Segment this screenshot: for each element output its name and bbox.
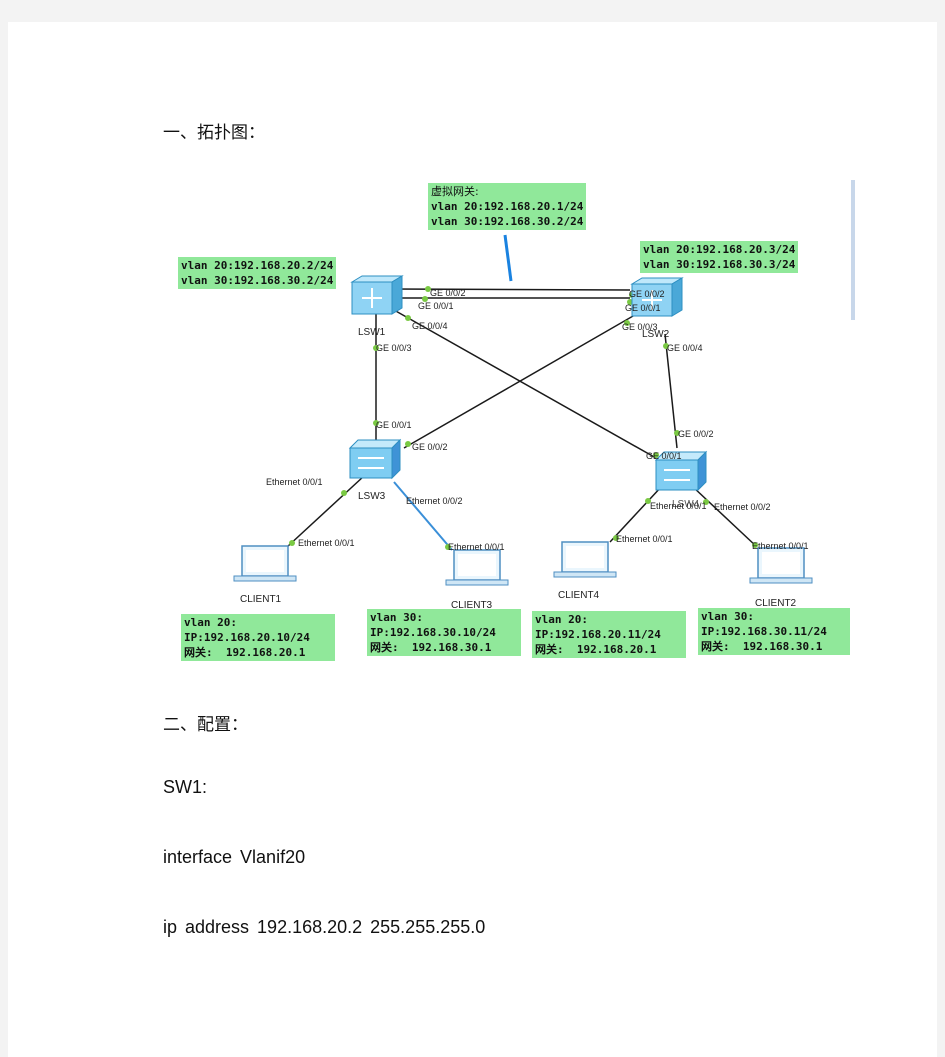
port-lsw3-ge001: GE 0/0/1: [376, 420, 412, 430]
port-lsw4-ge002: GE 0/0/2: [678, 429, 714, 439]
lsw1-name: LSW1: [358, 327, 386, 338]
lsw3-name: LSW3: [358, 491, 386, 502]
lsw1-vlan30: vlan 30:192.168.30.2/24: [181, 274, 334, 287]
vgw-vlan20: vlan 20:192.168.20.1/24: [431, 200, 584, 213]
port-lsw1-ge001: GE 0/0/1: [418, 301, 454, 311]
client2-config-label: vlan 30: IP:192.168.30.11/24 网关: 192.168…: [698, 608, 850, 655]
client1-gateway: 网关: 192.168.20.1: [184, 646, 306, 659]
port-dots: [289, 286, 758, 550]
client4-name: CLIENT4: [558, 590, 600, 601]
client3-gateway: 网关: 192.168.30.1: [370, 641, 492, 654]
topology-diagram: 虚拟网关: vlan 20:192.168.20.1/24 vlan 30:19…: [172, 180, 855, 661]
section-title-topology: 一、拓扑图：: [163, 123, 265, 143]
client4-config-label: vlan 20: IP:192.168.20.11/24 网关: 192.168…: [532, 611, 686, 658]
vgw-label: 虚拟网关: vlan 20:192.168.20.1/24 vlan 30:19…: [428, 183, 587, 230]
client1-ip: IP:192.168.20.10/24: [184, 631, 310, 644]
vgw-vlan30: vlan 30:192.168.30.2/24: [431, 215, 584, 228]
port-lsw1-ge004: GE 0/0/4: [412, 321, 448, 331]
link-lsw2-lsw4: [664, 333, 678, 449]
link-lsw4-client2: [691, 485, 758, 548]
port-lsw2-ge003: GE 0/0/3: [622, 322, 658, 332]
client2-name: CLIENT2: [755, 598, 797, 609]
port-lsw1-ge003: GE 0/0/3: [376, 343, 412, 353]
topology-canvas: [233, 234, 813, 586]
port-client2-eth: Ethernet 0/0/1: [752, 541, 809, 551]
vgw-pointer: [503, 234, 513, 282]
port-lsw4-eth001: Ethernet 0/0/1: [650, 501, 707, 511]
lsw1-switch-icon: [350, 275, 404, 315]
client1-name: CLIENT1: [240, 594, 282, 605]
config-line-interface: interface Vlanif20: [163, 847, 306, 867]
client3-vlan: vlan 30:: [370, 611, 423, 624]
lsw2-switch-icon: [630, 277, 684, 317]
port-lsw3-eth001: Ethernet 0/0/1: [266, 477, 323, 487]
lsw1-ip-label: vlan 20:192.168.20.2/24 vlan 30:192.168.…: [178, 257, 337, 289]
client4-ip: IP:192.168.20.11/24: [535, 628, 661, 641]
lsw2-vlan20: vlan 20:192.168.20.3/24: [643, 243, 796, 256]
lsw2-vlan30: vlan 30:192.168.30.3/24: [643, 258, 796, 271]
section-title-config: 二、配置：: [163, 715, 248, 735]
port-lsw2-ge002: GE 0/0/2: [629, 289, 665, 299]
port-lsw1-ge002: GE 0/0/2: [430, 288, 466, 298]
link-lsw3-client1: [286, 475, 365, 548]
client2-vlan: vlan 30:: [701, 610, 754, 623]
port-lsw2-ge004: GE 0/0/4: [667, 343, 703, 353]
vgw-title: 虚拟网关:: [431, 185, 479, 198]
port-lsw3-ge002: GE 0/0/2: [412, 442, 448, 452]
port-client4-eth: Ethernet 0/0/1: [616, 534, 673, 544]
link-lsw4-client4: [609, 485, 663, 543]
port-client1-eth: Ethernet 0/0/1: [298, 538, 355, 548]
lsw3-switch-icon: [348, 438, 402, 480]
config-device: SW1:: [163, 777, 208, 797]
client3-name: CLIENT3: [451, 600, 493, 611]
client3-config-label: vlan 30: IP:192.168.30.10/24 网关: 192.168…: [367, 609, 521, 656]
port-lsw3-eth002: Ethernet 0/0/2: [406, 496, 463, 506]
client4-gateway: 网关: 192.168.20.1: [535, 643, 657, 656]
link-lsw1-lsw4: [393, 309, 657, 459]
port-client3-eth: Ethernet 0/0/1: [448, 542, 505, 552]
client1-config-label: vlan 20: IP:192.168.20.10/24 网关: 192.168…: [181, 614, 335, 661]
figure-scrollbar: [851, 180, 855, 320]
client2-ip: IP:192.168.30.11/24: [701, 625, 827, 638]
lsw1-vlan20: vlan 20:192.168.20.2/24: [181, 259, 334, 272]
client1-vlan: vlan 20:: [184, 616, 237, 629]
lsw4-switch-icon: [654, 450, 708, 492]
client2-gateway: 网关: 192.168.30.1: [701, 640, 823, 653]
client4-vlan: vlan 20:: [535, 613, 588, 626]
client3-laptop-icon: [445, 549, 509, 586]
port-lsw2-ge001: GE 0/0/1: [625, 303, 661, 313]
port-lsw4-eth002: Ethernet 0/0/2: [714, 502, 771, 512]
port-lsw4-ge001: GE 0/0/1: [646, 451, 682, 461]
client2-laptop-icon: [749, 547, 813, 584]
lsw2-name: LSW2: [642, 329, 670, 340]
client1-laptop-icon: [233, 545, 297, 582]
link-lsw2-lsw3: [403, 311, 641, 449]
client4-laptop-icon: [553, 541, 617, 578]
lsw4-name: LSW4: [672, 499, 700, 510]
client3-ip: IP:192.168.30.10/24: [370, 626, 496, 639]
link-lsw3-client3: [393, 481, 453, 551]
lsw2-ip-label: vlan 20:192.168.20.3/24 vlan 30:192.168.…: [640, 241, 799, 273]
config-line-ip: ip address 192.168.20.2 255.255.255.0: [163, 917, 486, 937]
